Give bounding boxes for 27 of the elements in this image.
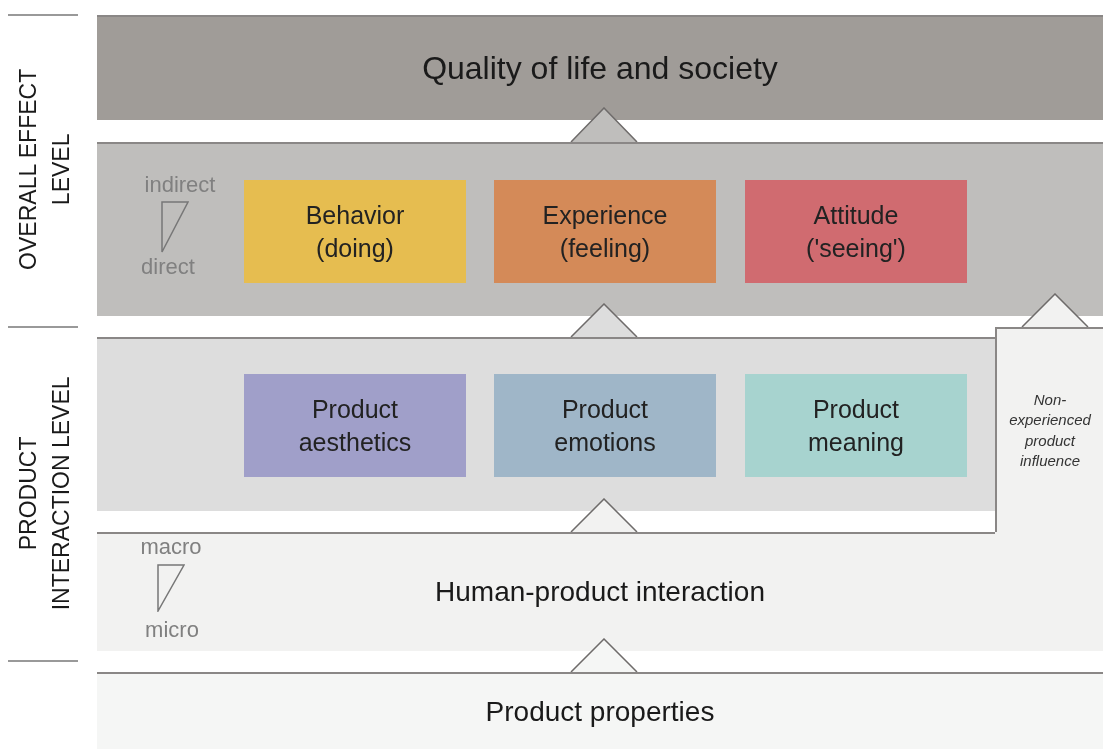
side-text: Non-experienced product influence xyxy=(1008,390,1092,471)
factor-box: Experience (feeling) xyxy=(494,180,716,283)
factor-box: Behavior (doing) xyxy=(244,180,466,283)
factor-box: Product aesthetics xyxy=(244,374,466,477)
scale-label: indirect xyxy=(143,172,217,198)
level-band xyxy=(97,15,1103,120)
level-band xyxy=(97,532,1103,651)
band-text: Human-product interaction xyxy=(435,575,765,608)
scale-label: direct xyxy=(140,254,196,280)
level-title: OVERALL EFFECT LEVEL xyxy=(13,67,75,272)
chevron-arrow xyxy=(570,638,638,673)
level-title: PRODUCT INTERACTION LEVEL xyxy=(13,375,75,613)
chevron-arrow xyxy=(570,107,638,143)
level-band xyxy=(97,672,1103,749)
level-band xyxy=(97,337,995,511)
scale-label: macro xyxy=(139,534,203,560)
band-text: Product properties xyxy=(485,695,715,728)
factor-box: Product meaning xyxy=(745,374,967,477)
factor-box: Attitude ('seeing') xyxy=(745,180,967,283)
level-band xyxy=(97,142,1103,316)
scale-label: micro xyxy=(144,617,200,643)
chevron-arrow xyxy=(1021,293,1089,328)
chevron-arrow xyxy=(570,303,638,338)
factor-box: Product emotions xyxy=(494,374,716,477)
chevron-arrow xyxy=(570,498,638,533)
side-column xyxy=(995,327,1103,532)
band-text: Quality of life and society xyxy=(422,50,778,87)
